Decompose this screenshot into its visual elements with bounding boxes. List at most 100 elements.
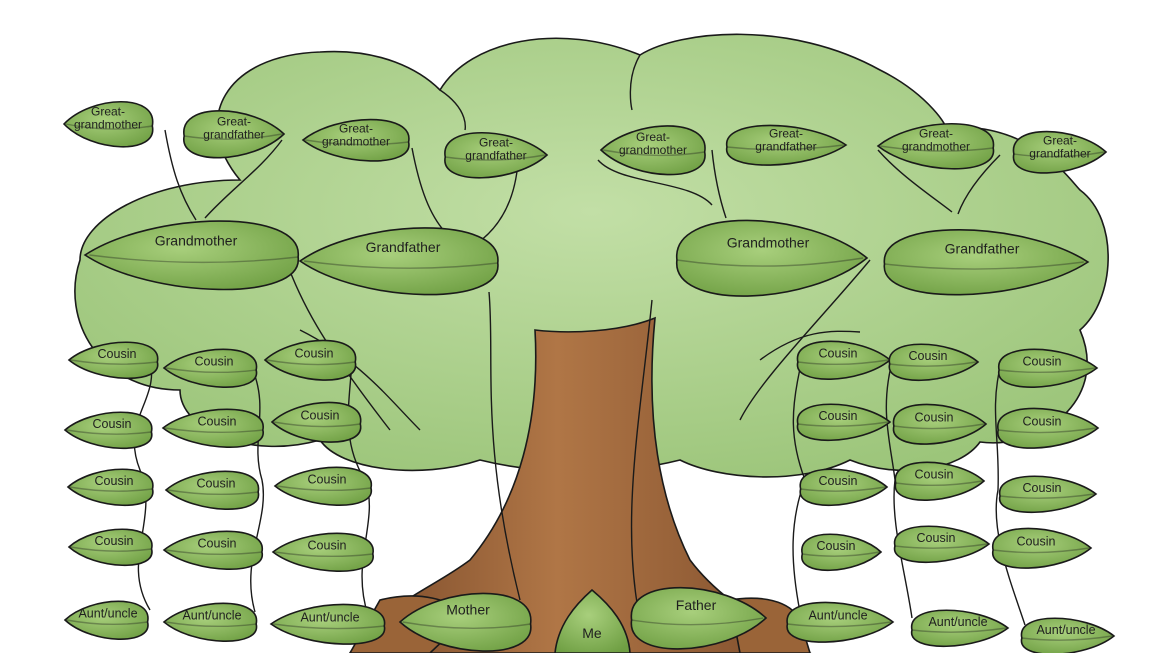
cousin-left-leaf-10-midrib — [165, 549, 263, 556]
great-grandparent-leaf-2-midrib — [305, 139, 409, 146]
cousin-right-leaf-4-shape — [893, 403, 988, 445]
great-grandparent-leaf-4-shape — [599, 125, 706, 176]
cousin-right-leaf-11-label: Cousin — [1017, 534, 1056, 548]
grandparent-leaf-1-midrib — [304, 260, 498, 269]
aunt-uncle-leaf-1-label: Aunt/uncle — [182, 609, 241, 623]
great-grandparent-leaf-3-label: Great- — [479, 136, 513, 150]
cousin-right-leaf-3-midrib — [797, 421, 889, 427]
cousin-right-leaf-1-midrib — [889, 361, 977, 367]
grandparent-leaf-2-shape — [676, 219, 869, 297]
cousin-right-leaf-8-label: Cousin — [1023, 481, 1062, 495]
cousin-left-leaf-3-shape — [63, 411, 153, 450]
cousin-right-leaf-7-midrib — [895, 480, 983, 487]
cousin-right-leaf-9: Cousin — [801, 533, 883, 572]
grandparent-leaf-0: Grandmother — [83, 220, 299, 291]
cousin-left-leaf-2-shape — [263, 339, 357, 381]
great-grandparent-leaf-3-label: grandfather — [465, 149, 526, 163]
cousin-left-leaf-8-midrib — [276, 485, 372, 492]
grandparent-leaf-2-midrib — [676, 257, 864, 267]
cousin-left-leaf-1-midrib — [165, 367, 257, 374]
mother-leaf: Mother — [398, 592, 532, 652]
great-grandparent-leaf-6-shape — [876, 123, 995, 170]
connector-line-10 — [630, 299, 653, 621]
aunt-uncle-leaf-3-shape — [786, 601, 895, 643]
aunt-uncle-leaf-2: Aunt/uncle — [269, 603, 386, 645]
cousin-right-leaf-2-midrib — [998, 367, 1096, 374]
aunt-uncle-leaf-2-midrib — [273, 623, 385, 630]
cousin-right-leaf-1-shape — [888, 343, 980, 382]
great-grandparent-leaf-4-label: Great- — [636, 130, 670, 144]
aunt-uncle-leaf-5-shape — [1021, 617, 1116, 653]
cousin-left-leaf-8-shape — [273, 466, 372, 506]
connector-line-17 — [994, 367, 1026, 626]
cousin-left-leaf-7-label: Cousin — [197, 477, 236, 491]
grandparent-leaf-1: Grandfather — [298, 227, 499, 296]
great-grandparent-leaf-0: Great-grandmother — [62, 100, 154, 148]
aunt-uncle-leaf-4-label: Aunt/uncle — [928, 615, 987, 629]
cousin-right-leaf-6-shape — [799, 468, 889, 507]
great-grandparent-leaf-7: Great-grandfather — [1013, 130, 1108, 174]
cousin-left-leaf-3-midrib — [66, 429, 152, 435]
me-leaf: Me — [554, 588, 631, 653]
cousin-left-leaf-5-shape — [270, 401, 362, 443]
cousin-right-leaf-11: Cousin — [992, 527, 1093, 569]
cousin-right-leaf-6-midrib — [800, 486, 886, 492]
cousin-left-leaf-8-label: Cousin — [308, 473, 347, 487]
mother-leaf-label: Mother — [446, 602, 490, 618]
cousin-right-leaf-9-midrib — [802, 551, 880, 557]
cousin-left-leaf-9-label: Cousin — [95, 534, 134, 548]
great-grandparent-leaf-2-label: Great- — [339, 121, 373, 135]
aunt-uncle-leaf-5: Aunt/uncle — [1021, 617, 1116, 653]
cousin-right-leaf-2: Cousin — [998, 348, 1099, 388]
cousin-left-leaf-2-midrib — [266, 359, 356, 366]
cousin-left-leaf-1-label: Cousin — [195, 355, 234, 369]
great-grandparent-leaf-7-label: grandfather — [1029, 146, 1090, 160]
cousin-right-leaf-10-midrib — [894, 543, 988, 549]
great-grandparent-leaf-1-midrib — [184, 133, 283, 140]
cousin-right-leaf-1: Cousin — [888, 343, 980, 382]
aunt-uncle-leaf-2-shape — [269, 603, 386, 645]
aunt-uncle-leaf-0-label: Aunt/uncle — [78, 607, 137, 621]
grandparent-leaf-3-midrib — [884, 261, 1084, 270]
aunt-uncle-leaf-0: Aunt/uncle — [63, 600, 149, 640]
great-grandparent-leaf-0-label: Great- — [91, 105, 125, 119]
grandparent-leaf-0-midrib — [89, 254, 299, 264]
great-grandparent-leaf-5-label: grandfather — [755, 140, 816, 154]
aunt-uncle-leaf-2-label: Aunt/uncle — [300, 610, 359, 624]
father-leaf-shape — [630, 586, 768, 650]
connector-line-13 — [250, 367, 264, 613]
cousin-right-leaf-9-label: Cousin — [817, 539, 856, 553]
connector-line-9 — [488, 291, 521, 601]
connector-line-7 — [877, 149, 953, 213]
cousin-left-leaf-7: Cousin — [164, 470, 259, 510]
cousin-left-leaf-0-midrib — [70, 359, 158, 365]
aunt-uncle-leaf-3-label: Aunt/uncle — [808, 608, 867, 622]
cousin-right-leaf-3-label: Cousin — [819, 409, 858, 423]
great-grandparent-leaf-4-label: grandmother — [619, 143, 687, 157]
aunt-uncle-leaf-1: Aunt/uncle — [162, 602, 257, 642]
great-grandparent-leaf-0-shape — [62, 100, 154, 148]
cousin-left-leaf-7-midrib — [167, 489, 259, 496]
great-grandparent-leaf-2: Great-grandmother — [301, 118, 410, 162]
great-grandparent-leaf-6-label: Great- — [919, 127, 953, 141]
great-grandparent-leaf-5-shape — [726, 124, 848, 166]
grandparent-leaf-1-shape — [298, 227, 499, 296]
cousin-left-leaf-4-midrib — [164, 427, 263, 434]
aunt-uncle-leaf-4-midrib — [911, 627, 1007, 633]
cousin-left-leaf-11-shape — [271, 532, 374, 572]
cousin-right-leaf-7: Cousin — [894, 461, 986, 501]
great-grandparent-leaf-4-midrib — [603, 149, 705, 157]
cousin-left-leaf-11-label: Cousin — [308, 539, 347, 553]
cousin-right-leaf-2-shape — [998, 348, 1099, 388]
father-leaf-label: Father — [676, 597, 717, 613]
connector-line-12 — [133, 359, 153, 611]
great-grandparent-leaf-1-label: grandfather — [203, 127, 264, 141]
cousin-right-leaf-8-shape — [999, 475, 1098, 514]
connector-line-4 — [597, 159, 713, 206]
father-leaf: Father — [630, 586, 768, 650]
cousin-left-leaf-10-label: Cousin — [198, 537, 237, 551]
cousin-right-leaf-10-shape — [894, 525, 991, 564]
cousin-right-leaf-1-label: Cousin — [909, 349, 948, 363]
great-grandparent-leaf-7-shape — [1013, 130, 1108, 174]
cousin-left-leaf-11-midrib — [274, 551, 373, 558]
